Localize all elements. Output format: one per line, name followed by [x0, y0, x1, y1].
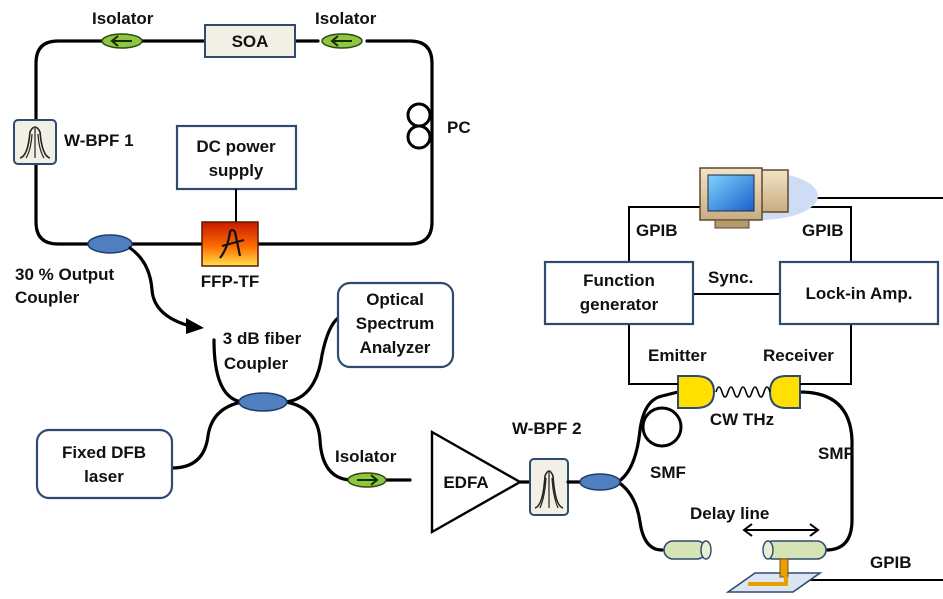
control-wiring: GPIB GPIB Sync. GPIB	[628, 197, 943, 581]
wbpf1: W-BPF 1	[13, 119, 134, 165]
collimator-face	[762, 540, 774, 560]
coil-icon	[406, 102, 432, 128]
stage-post	[779, 558, 789, 578]
output-to-coupler-fiber	[128, 246, 192, 328]
func-gen-box	[543, 260, 695, 326]
sync-label: Sync.	[708, 268, 753, 287]
coil-icon	[406, 124, 432, 150]
isolator-top-left-label: Isolator	[92, 9, 154, 28]
isolator-bottom: Isolator	[335, 447, 397, 488]
fiber-coupler-label-line1: 3 dB fiber	[223, 329, 302, 348]
coupler-3db-fibers	[170, 316, 412, 482]
dc-power-supply: DC power supply	[175, 124, 298, 222]
filter-curve-inner	[539, 472, 559, 509]
output-coupler: 30 % Output Coupler	[15, 234, 133, 307]
computer-screen-icon	[707, 174, 755, 212]
output-coupler-label-line2: Coupler	[15, 288, 80, 307]
splitter-fibers	[616, 390, 680, 552]
osa-label-line2: Spectrum	[356, 314, 434, 333]
isolator-top-right: Isolator	[315, 9, 377, 49]
stage-arm	[748, 576, 788, 586]
dfb-box	[35, 428, 174, 500]
ffp-tf: FFP-TF	[201, 221, 260, 291]
wbpf1-label: W-BPF 1	[64, 131, 134, 150]
wire-computer-left	[628, 206, 700, 262]
amplifier-icon	[430, 429, 523, 535]
photoconductive-antenna-icon	[768, 375, 801, 409]
fiber-coupler-label-line2: Coupler	[224, 354, 289, 373]
dc-power-label-line2: supply	[209, 161, 264, 180]
isolator-arrow-icon	[330, 35, 352, 47]
gpib-left-label: GPIB	[636, 221, 678, 240]
isolator-arrow-icon	[357, 474, 379, 486]
osa-box	[336, 281, 455, 369]
isolator-top-left: Isolator	[92, 9, 154, 49]
gpib-bottom-label: GPIB	[870, 553, 912, 572]
dfb-label-line2: laser	[84, 467, 124, 486]
thz-wave-icon	[715, 386, 771, 398]
filter-curve	[534, 470, 564, 509]
dc-power-label-line1: DC power	[196, 137, 276, 156]
emitter-label: Emitter	[648, 346, 707, 365]
isolator-top-right-label: Isolator	[315, 9, 377, 28]
delay-line: Delay line	[663, 504, 827, 593]
isolator-arrow-icon	[110, 35, 132, 47]
soa-box	[204, 24, 296, 58]
lockin-box	[778, 260, 940, 326]
edfa-label: EDFA	[443, 473, 488, 492]
func-gen-label-line2: generator	[580, 295, 659, 314]
gpib-right-label: GPIB	[802, 221, 844, 240]
osa-label-line3: Analyzer	[360, 338, 431, 357]
thz-fiber-network: SMF SMF	[566, 390, 854, 552]
collimator-icon	[663, 540, 707, 560]
soa: SOA	[204, 24, 296, 58]
edfa: EDFA	[430, 429, 523, 535]
ffp-tf-label: FFP-TF	[201, 272, 260, 291]
smf-left-label: SMF	[650, 463, 686, 482]
dfb-label-line1: Fixed DFB	[62, 443, 146, 462]
wire-func-to-emitter	[628, 325, 678, 385]
lockin-label: Lock-in Amp.	[805, 284, 912, 303]
receiver-fiber	[798, 390, 854, 552]
computer-base-icon	[714, 219, 750, 229]
collimator-face	[700, 540, 712, 560]
lock-in-amplifier: Lock-in Amp.	[778, 260, 940, 326]
double-arrow-icon	[742, 523, 820, 537]
isolator-bottom-label: Isolator	[335, 447, 397, 466]
photoconductive-antenna-icon	[677, 375, 716, 409]
polarization-controller: PC	[406, 102, 471, 150]
delay-line-label: Delay line	[690, 504, 769, 523]
computer	[699, 167, 818, 229]
filter-curve	[19, 126, 51, 159]
coupler-icon	[238, 392, 288, 412]
wbpf2-label: W-BPF 2	[512, 419, 582, 438]
func-gen-label-line1: Function	[583, 271, 655, 290]
smf-right-label: SMF	[818, 444, 854, 463]
wire-lockin-to-receiver	[800, 325, 852, 385]
fiber-coupler-3db: 3 dB fiber Coupler	[170, 316, 412, 482]
coupler-icon	[579, 473, 621, 491]
cw-thz-label: CW THz	[710, 410, 774, 429]
output-coupler-label-line1: 30 % Output	[15, 265, 115, 284]
wbpf2: W-BPF 2	[512, 419, 582, 516]
coupler-icon	[87, 234, 133, 254]
ffp-tf-glyph	[219, 228, 245, 259]
coil-icon	[641, 406, 683, 448]
receiver-label: Receiver	[763, 346, 834, 365]
filter-curve-inner	[25, 128, 45, 159]
function-generator: Function generator	[543, 260, 695, 326]
osa-label-line1: Optical	[366, 290, 424, 309]
arrow-head-icon	[186, 318, 204, 334]
thz-antennas: Emitter Receiver CW THz	[648, 346, 834, 429]
optical-spectrum-analyzer: Optical Spectrum Analyzer	[336, 281, 455, 369]
soa-label: SOA	[232, 32, 269, 51]
fixed-dfb-laser: Fixed DFB laser	[35, 428, 174, 500]
pc-label: PC	[447, 118, 471, 137]
ring-top-segment	[130, 39, 434, 246]
dc-power-box	[175, 124, 298, 191]
